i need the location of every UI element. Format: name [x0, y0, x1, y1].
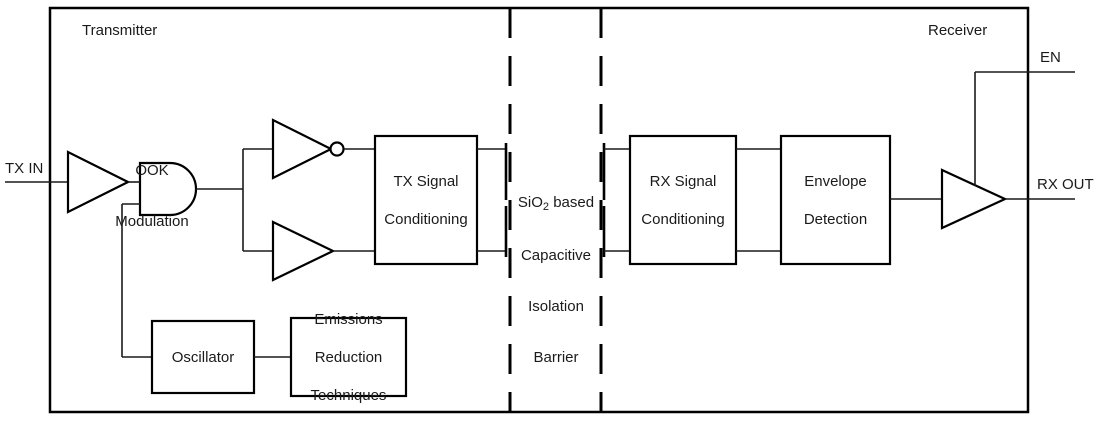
port-label-tx-in: TX IN [5, 160, 44, 177]
block-label-envelope-line2: Detection [803, 210, 868, 228]
label-barrier-line2: Capacitive [520, 247, 592, 264]
label-barrier-line3: Isolation [528, 298, 584, 315]
block-label-rx-line2: Conditioning [641, 210, 725, 228]
block-label-tx-signal-conditioning: TX Signal Conditioning [375, 136, 477, 264]
block-label-emissions-line2: Reduction [314, 348, 383, 366]
annotation-ook-modulation: OOK Modulation [92, 128, 212, 264]
block-envelope-detection [779, 134, 892, 266]
tx-input-buffer-triangle [66, 150, 131, 214]
block-label-oscillator: Oscillator [152, 321, 254, 393]
block-label-emissions-line3: Techniques [310, 386, 387, 404]
label-barrier-sio2-post: based [549, 194, 595, 211]
port-label-en: EN [1040, 49, 1061, 66]
block-label-emissions-reduction: Emissions Reduction Techniques [291, 311, 406, 404]
label-barrier-sio2-sub: 2 [542, 201, 550, 213]
block-rx-signal-conditioning [628, 134, 738, 266]
label-barrier-line1: SiO2 based [506, 194, 606, 213]
block-label-envelope-detection: Envelope Detection [781, 136, 890, 264]
block-label-tx-line1: TX Signal [393, 172, 459, 190]
rx-output-buffer-triangle [940, 168, 1008, 230]
block-emissions-reduction [289, 316, 408, 398]
block-label-emissions-line1: Emissions [314, 310, 383, 328]
port-label-rx-out: RX OUT [1037, 176, 1094, 193]
block-label-tx-line2: Conditioning [384, 210, 468, 228]
and-gate [138, 161, 198, 217]
section-label-receiver: Receiver [928, 22, 988, 39]
label-barrier-line4: Barrier [533, 349, 579, 366]
block-label-oscillator-line1: Oscillator [171, 348, 235, 366]
label-isolation-barrier: SiO2 based Capacitive Isolation Barrier [506, 160, 606, 400]
block-label-envelope-line1: Envelope [804, 172, 867, 190]
block-oscillator [150, 319, 256, 395]
label-barrier-sio2-pre: SiO [517, 194, 543, 211]
block-label-rx-signal-conditioning: RX Signal Conditioning [630, 136, 736, 264]
chip-outline [48, 6, 1030, 414]
annotation-ook-line2: Modulation [115, 213, 189, 230]
section-label-transmitter: Transmitter [82, 22, 158, 39]
tx-inverter-triangle [271, 118, 334, 180]
annotation-ook-line1: OOK [135, 162, 169, 179]
tx-buffer-triangle [271, 220, 336, 282]
tx-inverter-bubble-icon [329, 141, 345, 157]
block-label-rx-line1: RX Signal [649, 172, 717, 190]
block-tx-signal-conditioning [373, 134, 479, 266]
